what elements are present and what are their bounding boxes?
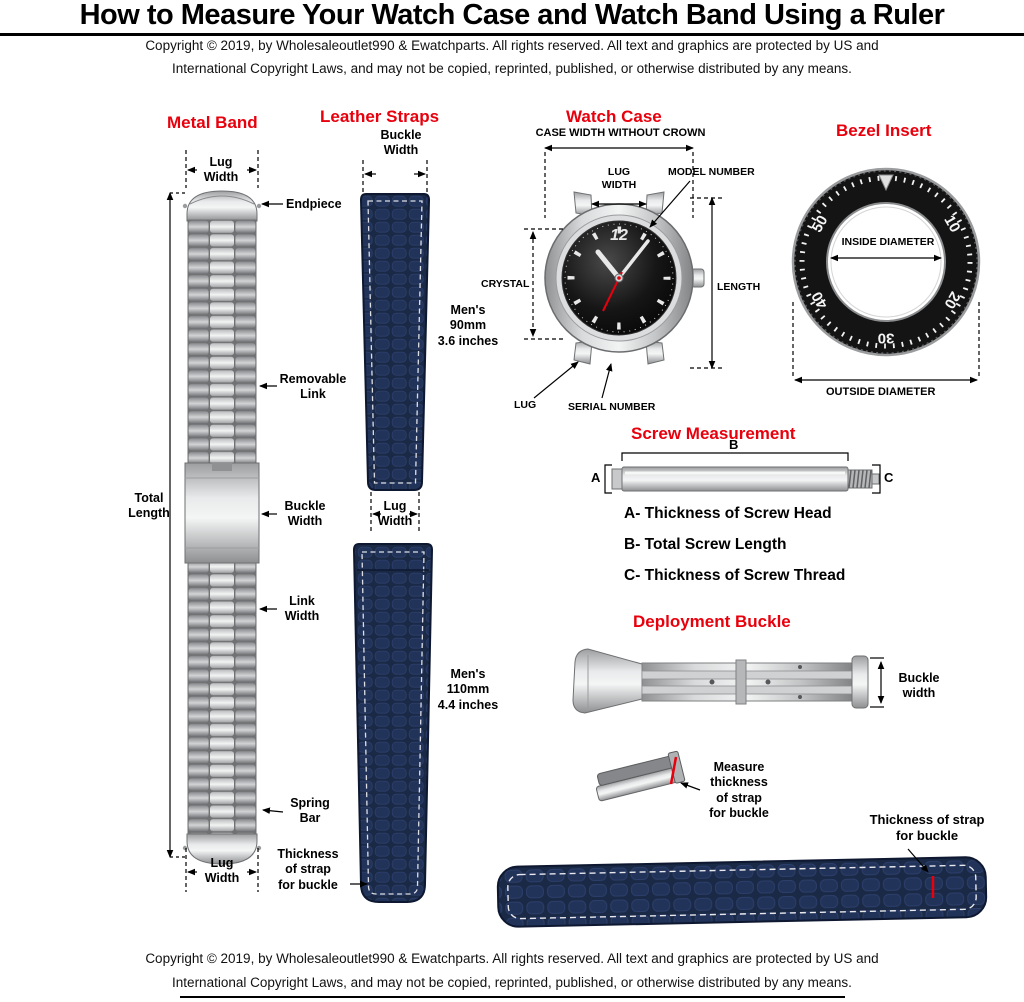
- bezel-number-20: 20: [940, 289, 963, 312]
- dial-numeral-12: 12: [610, 227, 628, 244]
- bezel-measures: [792, 254, 980, 384]
- leather-strap-1-measures: [362, 160, 428, 532]
- case-width-label: CASE WIDTH WITHOUT CROWN: [535, 127, 706, 139]
- folded-clasp-illustration: [595, 750, 686, 802]
- strap2-size-label: Men's 110mm 4.4 inches: [437, 667, 499, 712]
- lug-label: LUG: [514, 399, 537, 411]
- leather-lug-width-label: Lug Width: [377, 499, 413, 529]
- leather-strap-1: [359, 193, 431, 491]
- leather-straps-heading: Leather Straps: [320, 107, 440, 126]
- screw-c-label: C: [884, 470, 894, 485]
- bezel-triangle-marker: [878, 174, 894, 192]
- strap-thickness-right-label: Thickness of strap for buckle: [869, 812, 985, 843]
- screw-b-label: B: [729, 437, 739, 452]
- bezel-number-50: 50: [808, 213, 831, 236]
- bezel-number-40: 40: [808, 289, 831, 312]
- model-number-label: MODEL NUMBER: [668, 166, 755, 178]
- metal-band-illustration: [182, 190, 262, 865]
- link-width-label: Link Width: [284, 594, 320, 624]
- deployment-buckle-heading: Deployment Buckle: [633, 612, 791, 631]
- crystal-label: CRYSTAL: [481, 278, 530, 290]
- copyright-bottom-line1: Copyright © 2019, by Wholesaleoutlet990 …: [145, 951, 879, 966]
- metal-buckle-width-label: Buckle Width: [284, 499, 326, 529]
- watch-measures: [524, 144, 724, 399]
- metal-lug-width-top-label: Lug Width: [203, 155, 239, 185]
- screw-line-c: C- Thickness of Screw Thread: [624, 567, 846, 584]
- hour-hand: [595, 249, 622, 281]
- deployment-buckle-illustration: [572, 648, 869, 714]
- leather-buckle-width-label: Buckle Width: [380, 128, 422, 158]
- screw-line-b: B- Total Screw Length: [624, 536, 787, 553]
- watch-case-heading: Watch Case: [566, 107, 662, 126]
- metal-band-measures: [166, 150, 284, 892]
- screw-a-label: A: [591, 470, 601, 485]
- endpiece-label: Endpiece: [286, 197, 342, 211]
- bezel-illustration: 10 20 30 40 50: [791, 167, 981, 357]
- length-label: LENGTH: [717, 281, 761, 293]
- metal-lug-width-bottom-label: Lug Width: [204, 856, 240, 886]
- watch-lug-width-label: LUG WIDTH: [601, 166, 637, 191]
- bezel-number-30: 30: [878, 330, 895, 347]
- total-length-label: Total Length: [128, 491, 170, 521]
- deployment-measures: [870, 657, 885, 708]
- screw-measures: [604, 452, 881, 494]
- measure-thickness-label: Measure thickness of strap for buckle: [709, 760, 769, 820]
- outside-diameter-label: OUTSIDE DIAMETER: [826, 386, 936, 398]
- minute-hand: [617, 239, 650, 280]
- screw-illustration: [611, 466, 880, 492]
- page-title: How to Measure Your Watch Case and Watch…: [0, 0, 1024, 36]
- bottom-rule: [180, 996, 845, 998]
- copyright-top-line1: Copyright © 2019, by Wholesaleoutlet990 …: [145, 38, 879, 53]
- strap1-size-label: Men's 90mm 3.6 inches: [437, 303, 499, 348]
- bezel-insert-heading: Bezel Insert: [836, 121, 932, 140]
- watch-illustration: [544, 191, 705, 365]
- red-thickness-mark-clasp: [669, 756, 678, 785]
- strap-thickness-left-label: Thickness of strap for buckle: [277, 847, 339, 892]
- deployment-buckle-width-label: Buckle width: [898, 671, 940, 701]
- spring-bar-label: Spring Bar: [290, 796, 330, 826]
- copyright-top-line2: International Copyright Laws, and may no…: [172, 61, 852, 76]
- leather-strap-2: [352, 543, 434, 903]
- copyright-bottom-line2: International Copyright Laws, and may no…: [172, 975, 852, 990]
- bottom-strap-illustration: [496, 856, 988, 928]
- screw-line-a: A- Thickness of Screw Head: [624, 505, 832, 522]
- bezel-number-10: 10: [940, 213, 963, 236]
- screw-measurement-heading: Screw Measurement: [631, 424, 796, 443]
- serial-number-label: SERIAL NUMBER: [568, 401, 656, 413]
- removable-link-label: Removable Link: [279, 372, 347, 402]
- metal-band-heading: Metal Band: [167, 113, 258, 132]
- inside-diameter-label: INSIDE DIAMETER: [841, 236, 935, 248]
